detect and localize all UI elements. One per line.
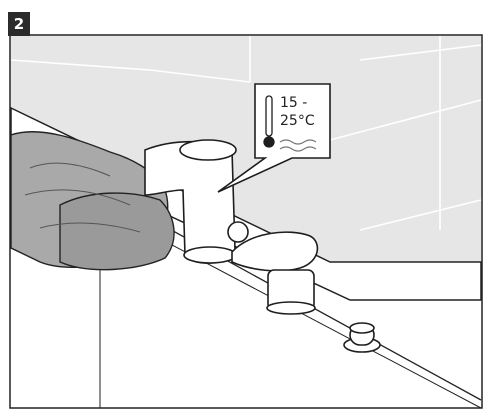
gloved-hand-with-cloth xyxy=(10,131,175,271)
tiled-wall xyxy=(11,36,481,262)
temperature-range-label: 15 - 25°C xyxy=(280,94,330,130)
tile-seams xyxy=(10,36,482,231)
temperature-callout xyxy=(217,83,331,193)
temperature-line-1: 15 - xyxy=(280,95,308,111)
pop-up-knob xyxy=(343,322,381,353)
water-waves-icon xyxy=(279,139,317,152)
step-number-badge: 2 xyxy=(8,12,30,36)
mixer-handle xyxy=(231,231,319,315)
bidet-faucet xyxy=(144,139,249,265)
temperature-line-2: 25°C xyxy=(280,113,315,129)
thermometer-icon xyxy=(263,95,275,148)
